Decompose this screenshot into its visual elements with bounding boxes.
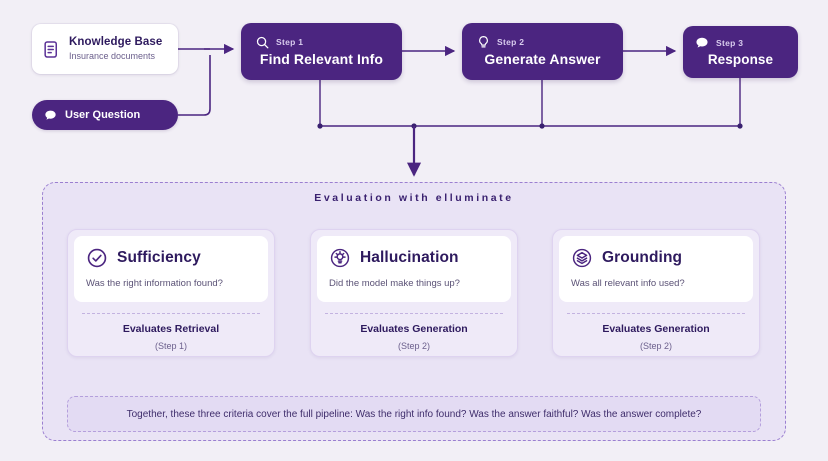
criterion-card-sufficiency[interactable]: Sufficiency Was the right information fo…: [67, 229, 275, 357]
layers-icon: [571, 247, 593, 269]
user-question-label: User Question: [65, 109, 141, 121]
criterion-card-hallucination[interactable]: Hallucination Did the model make things …: [310, 229, 518, 357]
criterion-grounding-divider: [567, 313, 745, 314]
knowledge-base-title: Knowledge Base: [69, 36, 163, 49]
knowledge-base-subtitle: Insurance documents: [69, 51, 156, 62]
criterion-hallucination-footer: Evaluates Generation (Step 2): [311, 314, 517, 351]
hallucination-icon: [329, 247, 351, 269]
criterion-hallucination-divider: [325, 313, 503, 314]
step2-head: Step 2: [476, 35, 609, 50]
criterion-sufficiency-header-block: Sufficiency Was the right information fo…: [74, 236, 268, 302]
evaluation-title: Evaluation with elluminate: [314, 192, 514, 204]
document-icon: [42, 40, 61, 59]
criterion-hallucination-name: Hallucination: [360, 249, 459, 266]
chat-bubble-icon: [44, 109, 57, 122]
summary-text: Together, these three criteria cover the…: [126, 408, 702, 420]
step2-kicker: Step 2: [497, 37, 525, 47]
criterion-grounding-question: Was all relevant info used?: [571, 278, 685, 289]
summary-note: Together, these three criteria cover the…: [67, 396, 761, 432]
criterion-grounding-head: Grounding: [571, 247, 741, 269]
search-icon: [255, 35, 270, 50]
criterion-grounding-evaluates: Evaluates Generation: [602, 323, 710, 335]
criterion-hallucination-step: (Step 2): [397, 341, 430, 351]
criterion-grounding-name: Grounding: [602, 249, 683, 266]
criterion-sufficiency-name: Sufficiency: [117, 249, 201, 266]
check-circle-icon: [86, 247, 108, 269]
criterion-hallucination-header-block: Hallucination Did the model make things …: [317, 236, 511, 302]
step1-title: Find Relevant Info: [259, 50, 384, 67]
criterion-sufficiency-head: Sufficiency: [86, 247, 256, 269]
criterion-sufficiency-footer: Evaluates Retrieval (Step 1): [68, 314, 274, 351]
criterion-hallucination-question: Did the model make things up?: [329, 278, 460, 289]
step1-kicker: Step 1: [276, 37, 304, 47]
criterion-hallucination-evaluates: Evaluates Generation: [360, 323, 468, 335]
step3-head: Step 3: [695, 36, 786, 51]
criterion-sufficiency-evaluates: Evaluates Retrieval: [122, 323, 220, 335]
pipeline-step-find-relevant-info[interactable]: Step 1 Find Relevant Info: [241, 23, 402, 80]
chat-bubble-icon: [695, 36, 710, 51]
knowledge-base-card[interactable]: Knowledge Base Insurance documents: [32, 24, 178, 74]
criterion-grounding-header-block: Grounding Was all relevant info used?: [559, 236, 753, 302]
criterion-sufficiency-question: Was the right information found?: [86, 278, 223, 289]
lightbulb-icon: [476, 35, 491, 50]
criterion-sufficiency-step: (Step 1): [154, 341, 187, 351]
user-question-pill[interactable]: User Question: [32, 100, 178, 130]
criterion-card-grounding[interactable]: Grounding Was all relevant info used? Ev…: [552, 229, 760, 357]
pipeline-step-generate-answer[interactable]: Step 2 Generate Answer: [462, 23, 623, 80]
step1-head: Step 1: [255, 35, 388, 50]
criterion-hallucination-head: Hallucination: [329, 247, 499, 269]
criterion-grounding-step: (Step 2): [639, 341, 672, 351]
step3-kicker: Step 3: [716, 38, 744, 48]
step3-title: Response: [707, 51, 774, 67]
pipeline-step-response[interactable]: Step 3 Response: [683, 26, 798, 78]
step2-title: Generate Answer: [484, 50, 601, 67]
criterion-sufficiency-divider: [82, 313, 260, 314]
criterion-grounding-footer: Evaluates Generation (Step 2): [553, 314, 759, 351]
